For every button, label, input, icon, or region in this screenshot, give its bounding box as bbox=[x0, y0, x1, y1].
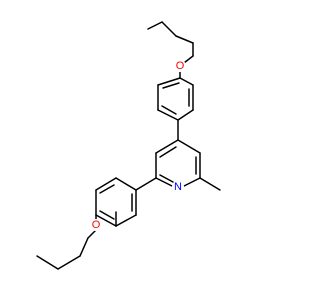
bond bbox=[155, 139, 179, 154]
double-bond-inner bbox=[159, 174, 174, 183]
bond bbox=[175, 35, 194, 44]
bond bbox=[115, 214, 137, 227]
pyridine-aryl-bond bbox=[135, 177, 157, 191]
double-bond-inner bbox=[161, 105, 177, 115]
atom-o-top: O bbox=[174, 60, 186, 72]
bond bbox=[115, 177, 137, 191]
bond bbox=[157, 77, 181, 86]
chemical-structure-diagram: O N O bbox=[36, 21, 221, 270]
bond bbox=[79, 237, 89, 257]
double-bond-inner bbox=[162, 82, 180, 89]
bond bbox=[177, 109, 194, 121]
bond bbox=[87, 229, 97, 239]
oxygen-label-bottom: O bbox=[92, 219, 101, 231]
nitrogen-label: N bbox=[174, 181, 182, 193]
bond bbox=[177, 139, 201, 154]
double-bond-inner bbox=[99, 210, 115, 220]
bond bbox=[95, 177, 117, 191]
bond bbox=[157, 109, 179, 121]
oxygen-label-top: O bbox=[176, 60, 185, 72]
bond bbox=[179, 77, 194, 86]
atom-o-bottom: O bbox=[90, 219, 102, 231]
bottom-propyl-chain bbox=[36, 211, 117, 270]
double-bond-inner bbox=[159, 146, 177, 158]
top-propyl-chain bbox=[147, 21, 194, 57]
bond bbox=[57, 255, 81, 270]
lower-phenyl-ring bbox=[95, 177, 137, 227]
pyridine-ring bbox=[155, 139, 201, 187]
double-bond-inner bbox=[99, 184, 115, 194]
bond bbox=[155, 177, 173, 187]
bond bbox=[147, 21, 163, 30]
bond bbox=[95, 214, 117, 227]
bond bbox=[161, 21, 177, 37]
upper-phenyl-ring bbox=[157, 77, 194, 121]
bond bbox=[36, 255, 59, 270]
atom-n: N bbox=[172, 181, 184, 193]
bond bbox=[183, 177, 201, 187]
methyl-bond bbox=[199, 177, 221, 191]
